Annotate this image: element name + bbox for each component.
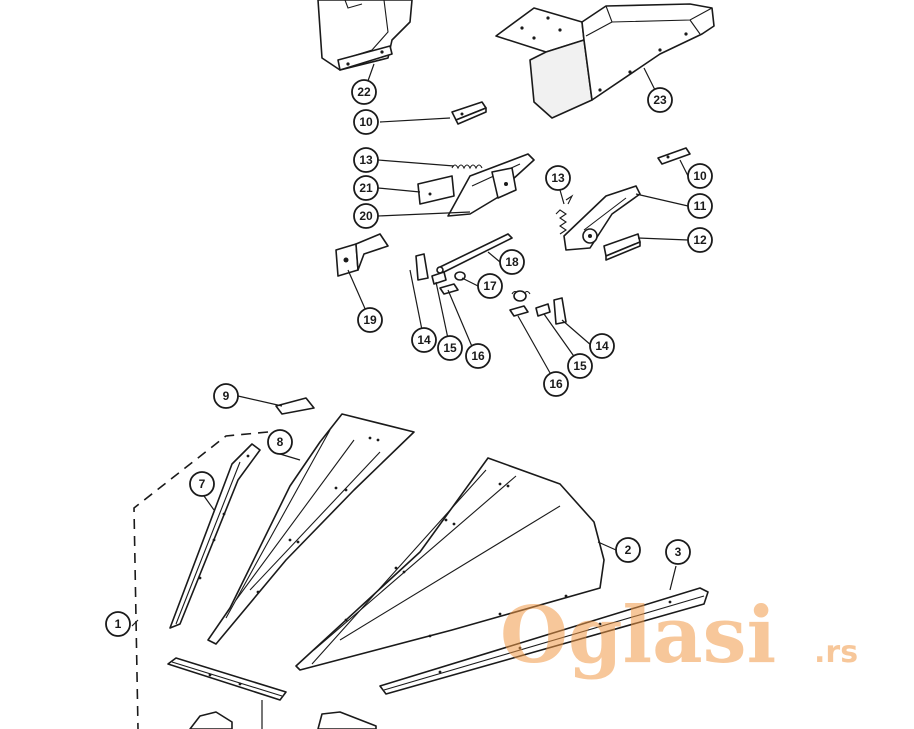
callout-18: 18 xyxy=(499,249,525,275)
svg-text:11: 11 xyxy=(694,199,707,213)
svg-text:17: 17 xyxy=(483,279,497,293)
svg-text:20: 20 xyxy=(359,209,373,223)
part-3-rail xyxy=(379,587,709,695)
part-bottom-left xyxy=(189,711,233,729)
part-7-strip xyxy=(169,443,261,629)
part-12-bracket-right xyxy=(603,233,641,261)
oglasi-watermark-logo: Oglasi .rs xyxy=(500,590,858,681)
svg-text:14: 14 xyxy=(595,339,609,353)
svg-text:16: 16 xyxy=(471,349,485,363)
part-18-rod xyxy=(436,233,513,274)
callout-20: 20 xyxy=(353,203,379,229)
svg-text:7: 7 xyxy=(199,477,206,491)
part-15-pin-left xyxy=(431,271,447,285)
part-11-lever-right xyxy=(563,185,641,251)
part-10-plate-right xyxy=(657,147,691,165)
callout-3: 3 xyxy=(665,539,691,565)
callout-17: 17 xyxy=(477,273,503,299)
part-23-chute xyxy=(495,3,715,119)
svg-text:21: 21 xyxy=(359,181,373,195)
svg-text:8: 8 xyxy=(277,435,284,449)
callout-9: 9 xyxy=(213,383,239,409)
assembly-1-outline xyxy=(133,431,269,729)
callout-19: 19 xyxy=(357,307,383,333)
part-2-panel xyxy=(295,457,605,671)
part-14-clip-left xyxy=(415,253,429,281)
part-8-panel xyxy=(207,413,415,645)
callout-15-left: 15 xyxy=(437,335,463,361)
callout-14-left: 14 xyxy=(411,327,437,353)
callout-11: 11 xyxy=(687,193,713,219)
callout-10-left: 10 xyxy=(353,109,379,135)
callout-23: 23 xyxy=(647,87,673,113)
svg-text:18: 18 xyxy=(505,255,519,269)
svg-text:10: 10 xyxy=(359,115,373,129)
svg-text:15: 15 xyxy=(443,341,457,355)
callout-2: 2 xyxy=(615,537,641,563)
callout-13-left: 13 xyxy=(353,147,379,173)
svg-text:.rs: .rs xyxy=(814,635,858,670)
part-15-pin-right xyxy=(535,303,551,317)
svg-text:14: 14 xyxy=(417,333,431,347)
callout-13-right: 13 xyxy=(545,165,571,191)
callout-16-left: 16 xyxy=(465,343,491,369)
callout-22: 22 xyxy=(351,79,377,105)
svg-text:9: 9 xyxy=(223,389,230,403)
svg-text:2: 2 xyxy=(625,543,632,557)
callout-12: 12 xyxy=(687,227,713,253)
svg-text:3: 3 xyxy=(675,545,682,559)
callout-8: 8 xyxy=(267,429,293,455)
callout-15-right: 15 xyxy=(567,353,593,379)
part-10-plate-left xyxy=(451,101,487,125)
part-21-bracket xyxy=(417,175,455,205)
callout-21: 21 xyxy=(353,175,379,201)
svg-text:23: 23 xyxy=(653,93,667,107)
callout-16-right: 16 xyxy=(543,371,569,397)
svg-text:Oglasi: Oglasi xyxy=(500,590,776,681)
callout-7: 7 xyxy=(189,471,215,497)
svg-text:10: 10 xyxy=(693,169,707,183)
part-20-lever xyxy=(447,153,535,217)
callout-14-right: 14 xyxy=(589,333,615,359)
part-bottom-right xyxy=(317,711,377,729)
svg-text:15: 15 xyxy=(573,359,587,373)
part-bottom-strip xyxy=(167,657,287,701)
part-16-washer-left xyxy=(439,283,459,295)
part-22-housing xyxy=(317,0,413,71)
svg-text:13: 13 xyxy=(359,153,373,167)
part-16-washer-right xyxy=(509,305,529,317)
svg-text:16: 16 xyxy=(549,377,563,391)
svg-text:1: 1 xyxy=(115,617,122,631)
part-13-spring-right xyxy=(555,194,574,235)
part-9-plate xyxy=(275,397,315,415)
svg-text:13: 13 xyxy=(551,171,565,185)
callout-1: 1 xyxy=(105,611,131,637)
part-19-bracket xyxy=(335,233,389,277)
svg-text:22: 22 xyxy=(357,85,371,99)
svg-text:12: 12 xyxy=(693,233,707,247)
part-14-clip-right xyxy=(553,297,567,325)
callout-10-right: 10 xyxy=(687,163,713,189)
svg-text:19: 19 xyxy=(363,313,377,327)
part-13-spring-left xyxy=(451,164,483,170)
